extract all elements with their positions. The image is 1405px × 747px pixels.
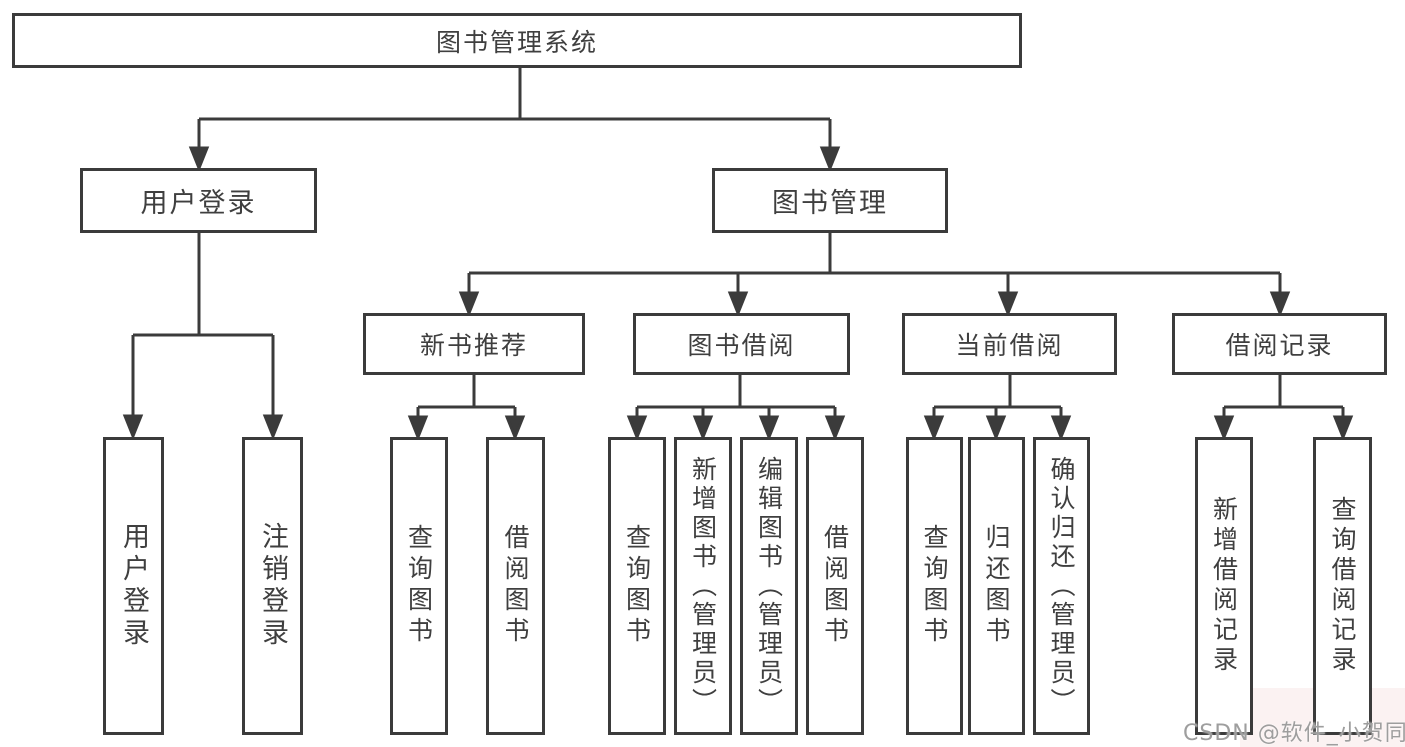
- node-leaf-logout: 注销登录: [242, 437, 303, 735]
- node-leaf-cb-confirm: 确认归还（管理员）: [1033, 437, 1090, 735]
- node-leaf-br-add-label: 新增借阅记录: [1209, 496, 1239, 676]
- node-leaf-nb-borrow: 借阅图书: [486, 437, 545, 735]
- node-leaf-br-query: 查询借阅记录: [1313, 437, 1372, 735]
- connector-current-borrow-children: [923, 375, 1072, 442]
- node-leaf-logout-label: 注销登录: [257, 522, 288, 650]
- node-current-borrow-label: 当前借阅: [955, 331, 1064, 360]
- connector-user-login-children: [122, 233, 284, 441]
- node-book-borrow-label: 图书借阅: [687, 331, 796, 360]
- node-user-login: 用户登录: [80, 168, 317, 233]
- node-leaf-bb-edit-label: 编辑图书（管理员）: [754, 455, 784, 717]
- connector-book-borrow-children: [626, 375, 846, 442]
- node-book-borrow: 图书借阅: [633, 313, 850, 375]
- node-leaf-cb-return: 归还图书: [968, 437, 1025, 735]
- node-leaf-bb-query-label: 查询图书: [622, 524, 652, 648]
- node-leaf-br-query-label: 查询借阅记录: [1328, 496, 1357, 676]
- node-leaf-br-add: 新增借阅记录: [1195, 437, 1253, 735]
- node-leaf-nb-query: 查询图书: [390, 437, 448, 735]
- node-leaf-bb-borrow-label: 借阅图书: [820, 524, 850, 648]
- connector-new-book-rec-children: [407, 375, 526, 442]
- node-borrow-record: 借阅记录: [1172, 313, 1387, 375]
- node-leaf-cb-return-label: 归还图书: [982, 524, 1011, 648]
- node-root: 图书管理系统: [12, 13, 1022, 68]
- node-leaf-bb-edit: 编辑图书（管理员）: [740, 437, 798, 735]
- node-leaf-bb-add-label: 新增图书（管理员）: [688, 455, 718, 717]
- node-root-label: 图书管理系统: [435, 27, 598, 57]
- node-new-book-rec-label: 新书推荐: [419, 331, 528, 360]
- node-leaf-bb-add: 新增图书（管理员）: [674, 437, 732, 735]
- connector-book-mgmt-to-level3: [458, 233, 1291, 318]
- node-current-borrow: 当前借阅: [902, 313, 1117, 375]
- node-leaf-cb-confirm-label: 确认归还（管理员）: [1047, 455, 1076, 717]
- node-leaf-bb-query: 查询图书: [608, 437, 666, 735]
- node-leaf-cb-query-label: 查询图书: [920, 524, 949, 648]
- csdn-watermark: CSDN @软件_小贺同学: [1183, 721, 1405, 746]
- connector-root-to-level2: [188, 68, 841, 173]
- node-leaf-cb-query: 查询图书: [906, 437, 963, 735]
- node-book-mgmt: 图书管理: [712, 168, 948, 233]
- node-borrow-record-label: 借阅记录: [1225, 331, 1334, 360]
- node-new-book-rec: 新书推荐: [363, 313, 585, 375]
- connector-borrow-record-children: [1213, 375, 1354, 442]
- node-leaf-user-login-label: 用户登录: [118, 522, 149, 650]
- node-user-login-label: 用户登录: [140, 188, 257, 219]
- node-leaf-nb-query-label: 查询图书: [404, 524, 434, 648]
- node-leaf-user-login: 用户登录: [103, 437, 164, 735]
- node-leaf-nb-borrow-label: 借阅图书: [501, 524, 530, 648]
- node-leaf-bb-borrow: 借阅图书: [806, 437, 864, 735]
- node-book-mgmt-label: 图书管理: [772, 188, 888, 219]
